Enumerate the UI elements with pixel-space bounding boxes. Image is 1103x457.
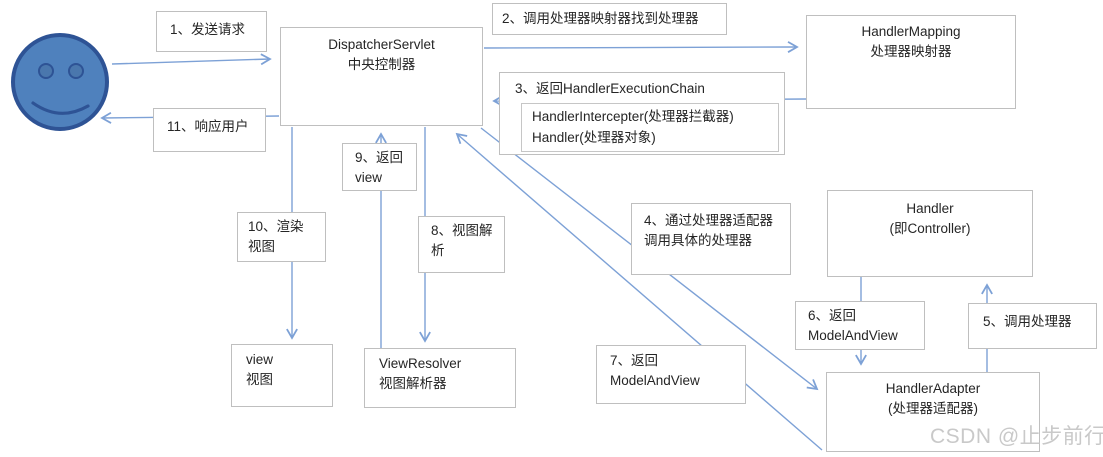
step1-label-box: 1、发送请求: [156, 11, 267, 52]
handler-subtitle: (即Controller): [889, 221, 971, 236]
step8-label-line1: 8、视图解: [431, 223, 493, 238]
handler-title: Handler: [906, 201, 954, 216]
step7-label-line1: 7、返回: [610, 353, 659, 368]
step6-label-box: 6、返回 ModelAndView: [795, 301, 925, 350]
arrow-step7-handleradapter-to-dispatcher: [455, 132, 823, 451]
step4-label-line2: 调用具体的处理器: [644, 233, 752, 248]
step6-label-line2: ModelAndView: [808, 328, 898, 343]
handler-execution-chain-box: HandlerIntercepter(处理器拦截器) Handler(处理器对象…: [521, 103, 779, 152]
handler-adapter-subtitle: (处理器适配器): [888, 401, 978, 416]
step10-label-line1: 10、渲染: [248, 219, 304, 234]
step5-label-box: 5、调用处理器: [968, 303, 1097, 349]
step4-label-box: 4、通过处理器适配器 调用具体的处理器: [631, 203, 791, 275]
step10-label-line2: 视图: [248, 239, 275, 254]
view-title: view: [246, 352, 274, 367]
step11-label-box: 11、响应用户: [153, 108, 266, 152]
view-resolver-subtitle: 视图解析器: [379, 376, 447, 391]
node-handler-adapter: HandlerAdapter (处理器适配器): [826, 372, 1040, 452]
step7-label-box: 7、返回 ModelAndView: [596, 345, 746, 404]
chain-interceptor-label: HandlerIntercepter(处理器拦截器): [532, 109, 734, 124]
step2-label-box: 2、调用处理器映射器找到处理器: [492, 3, 727, 35]
arrow-step2-dispatcher-to-handlermapping: [483, 41, 799, 53]
handler-mapping-title: HandlerMapping: [861, 24, 961, 39]
handler-adapter-title: HandlerAdapter: [885, 381, 981, 396]
node-view: view 视图: [231, 344, 333, 407]
step2-label: 2、调用处理器映射器找到处理器: [502, 11, 699, 26]
dispatcher-servlet-subtitle: 中央控制器: [347, 57, 416, 72]
csdn-watermark: CSDN @止步前行: [930, 425, 1103, 448]
smiley-face-icon: [11, 33, 109, 131]
node-handler: Handler (即Controller): [827, 190, 1033, 277]
view-resolver-title: ViewResolver: [379, 356, 462, 371]
step9-label-line2: view: [355, 170, 383, 185]
node-dispatcher-servlet: DispatcherServlet 中央控制器: [280, 27, 483, 126]
step5-label: 5、调用处理器: [983, 314, 1072, 329]
step4-label-line1: 4、通过处理器适配器: [644, 213, 774, 228]
node-view-resolver: ViewResolver 视图解析器: [364, 348, 516, 408]
step7-label-line2: ModelAndView: [610, 373, 700, 388]
view-subtitle: 视图: [246, 372, 273, 387]
step9-label-box: 9、返回 view: [342, 143, 417, 191]
node-handler-mapping: HandlerMapping 处理器映射器: [806, 15, 1016, 109]
arrow-step1-user-to-dispatcher: [111, 53, 272, 66]
step8-label-box: 8、视图解 析: [418, 216, 505, 273]
step1-label: 1、发送请求: [170, 22, 246, 37]
step3-label: 3、返回HandlerExecutionChain: [515, 81, 705, 96]
step3-label-box: 3、返回HandlerExecutionChain HandlerInterce…: [499, 72, 785, 155]
step11-label: 11、响应用户: [167, 119, 249, 134]
handler-mapping-subtitle: 处理器映射器: [870, 44, 952, 59]
chain-handler-label: Handler(处理器对象): [532, 130, 656, 145]
step6-label-line1: 6、返回: [808, 308, 857, 323]
step9-label-line1: 9、返回: [355, 150, 404, 165]
step8-label-line2: 析: [431, 243, 445, 258]
dispatcher-servlet-title: DispatcherServlet: [328, 37, 435, 52]
step10-label-box: 10、渲染 视图: [237, 212, 326, 262]
